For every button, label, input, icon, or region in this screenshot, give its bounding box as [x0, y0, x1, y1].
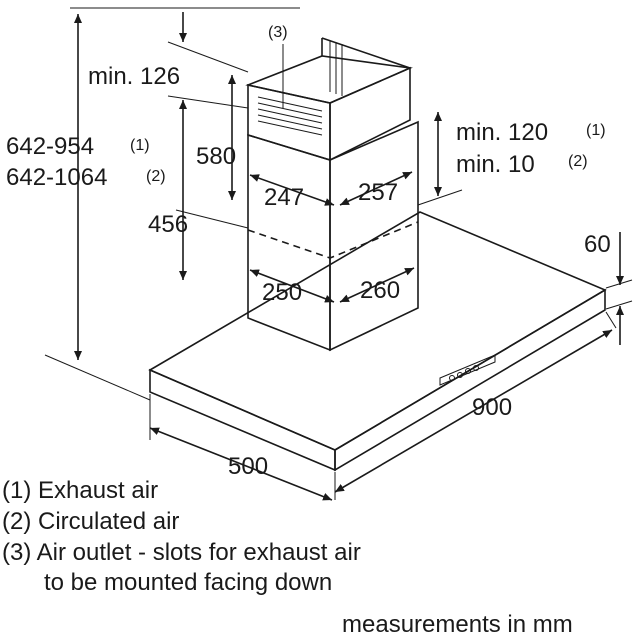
chimney-lower-section — [247, 120, 419, 352]
air-outlet-slots — [257, 40, 343, 136]
units-footer: measurements in mm — [342, 611, 573, 638]
lower-depth-label: 260 — [360, 277, 400, 304]
total-height-circulated-label: 642-1064 — [6, 164, 107, 191]
legend-item-air-outlet-note: to be mounted facing down — [44, 569, 332, 596]
note-gap-circulated-marker: (2) — [568, 153, 588, 170]
canopy-width-label: 900 — [472, 394, 512, 421]
lower-width-label: 250 — [262, 279, 302, 306]
canopy — [148, 211, 607, 472]
upper-width-label: 247 — [264, 184, 304, 211]
outlet-callout-label: (3) — [268, 24, 288, 41]
min-gap-exhaust-label: min. 120 — [456, 119, 548, 146]
legend-item-air-outlet: (3) Air outlet - slots for exhaust air — [2, 539, 361, 566]
chimney-lower-height-label: 456 — [148, 211, 188, 238]
chimney-upper-height-label: 580 — [196, 143, 236, 170]
min-gap-circulated-label: min. 10 — [456, 151, 535, 178]
total-height-exhaust-label: 642-954 — [6, 133, 94, 160]
upper-depth-label: 257 — [358, 179, 398, 206]
dimension-lines — [44, 7, 633, 501]
legend-item-exhaust: (1) Exhaust air — [2, 477, 158, 504]
note-circulated-marker: (2) — [146, 168, 166, 185]
chimney-upper-section — [245, 37, 413, 162]
note-gap-exhaust-marker: (1) — [586, 122, 606, 139]
canopy-height-label: 60 — [584, 231, 611, 258]
canopy-depth-label: 500 — [228, 453, 268, 480]
min-top-label: min. 126 — [88, 63, 180, 90]
note-exhaust-marker: (1) — [130, 137, 150, 154]
legend-item-circulated: (2) Circulated air — [2, 508, 179, 535]
